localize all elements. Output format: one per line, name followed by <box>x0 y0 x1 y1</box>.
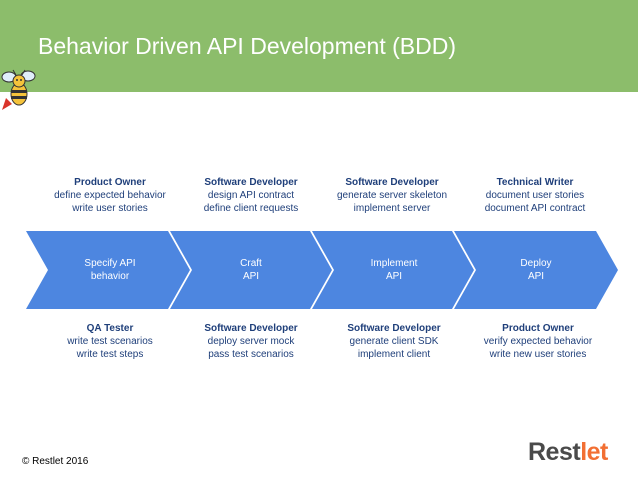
role-task: generate server skeleton <box>336 190 448 201</box>
stage-4-top-info: Technical Writer document user stories d… <box>460 176 610 215</box>
restlet-logo: Restlet <box>528 438 608 467</box>
stage-label-line: API <box>242 271 260 282</box>
stage-3-top-info: Software Developer generate server skele… <box>317 176 467 215</box>
stage-4-chevron <box>454 231 618 309</box>
bee-mascot-icon <box>1 69 36 110</box>
stage-3-label: Implement API <box>339 257 449 283</box>
role-title: Technical Writer <box>496 177 574 188</box>
stage-label-line: Implement <box>370 258 418 269</box>
stage-label-line: API <box>527 271 545 282</box>
role-title: Software Developer <box>204 177 298 188</box>
role-task: document user stories <box>485 190 585 201</box>
role-title: Product Owner <box>502 323 574 334</box>
stage-2-top-info: Software Developer design API contract d… <box>176 176 326 215</box>
role-title: Software Developer <box>204 323 298 334</box>
role-task: implement client <box>357 349 431 360</box>
role-task: deploy server mock <box>207 336 295 347</box>
stage-2-label: Craft API <box>196 257 306 283</box>
role-title: QA Tester <box>86 323 134 334</box>
stage-label-line: API <box>385 271 403 282</box>
logo-text-let: let <box>580 438 608 466</box>
stage-1-chevron <box>26 231 190 309</box>
stage-1-bottom-info: QA Tester write test scenarios write tes… <box>35 322 185 361</box>
stage-2-bottom-info: Software Developer deploy server mock pa… <box>176 322 326 361</box>
stage-3-chevron <box>312 231 474 309</box>
role-title: Software Developer <box>345 177 439 188</box>
stage-1-top-info: Product Owner define expected behavior w… <box>35 176 185 215</box>
copyright-notice: © Restlet 2016 <box>22 456 89 467</box>
stage-label-line: Craft <box>240 258 262 269</box>
stage-label-line: behavior <box>90 271 130 282</box>
role-task: implement server <box>353 203 431 214</box>
role-task: define client requests <box>203 203 299 214</box>
role-task: design API contract <box>207 190 295 201</box>
role-title: Software Developer <box>347 323 441 334</box>
role-task: document API contract <box>484 203 586 214</box>
role-title: Product Owner <box>74 177 146 188</box>
stage-1-label: Specify API behavior <box>55 257 165 283</box>
role-task: write new user stories <box>489 349 587 360</box>
role-task: write user stories <box>72 203 148 214</box>
stage-3-bottom-info: Software Developer generate client SDK i… <box>319 322 469 361</box>
stage-4-bottom-info: Product Owner verify expected behavior w… <box>463 322 613 361</box>
stage-label-line: Deploy <box>520 258 552 269</box>
role-task: verify expected behavior <box>483 336 593 347</box>
stage-4-label: Deploy API <box>481 257 591 283</box>
process-flow <box>26 231 618 309</box>
stage-label-line: Specify API <box>84 258 136 269</box>
role-task: write test scenarios <box>67 336 153 347</box>
role-task: define expected behavior <box>54 190 166 201</box>
stage-2-chevron <box>170 231 332 309</box>
title-bar: Behavior Driven API Development (BDD) <box>0 0 638 92</box>
slide-title: Behavior Driven API Development (BDD) <box>38 33 456 59</box>
role-task: pass test scenarios <box>208 349 294 360</box>
role-task: write test steps <box>76 349 144 360</box>
logo-text-rest: Rest <box>528 438 581 466</box>
role-task: generate client SDK <box>349 336 439 347</box>
